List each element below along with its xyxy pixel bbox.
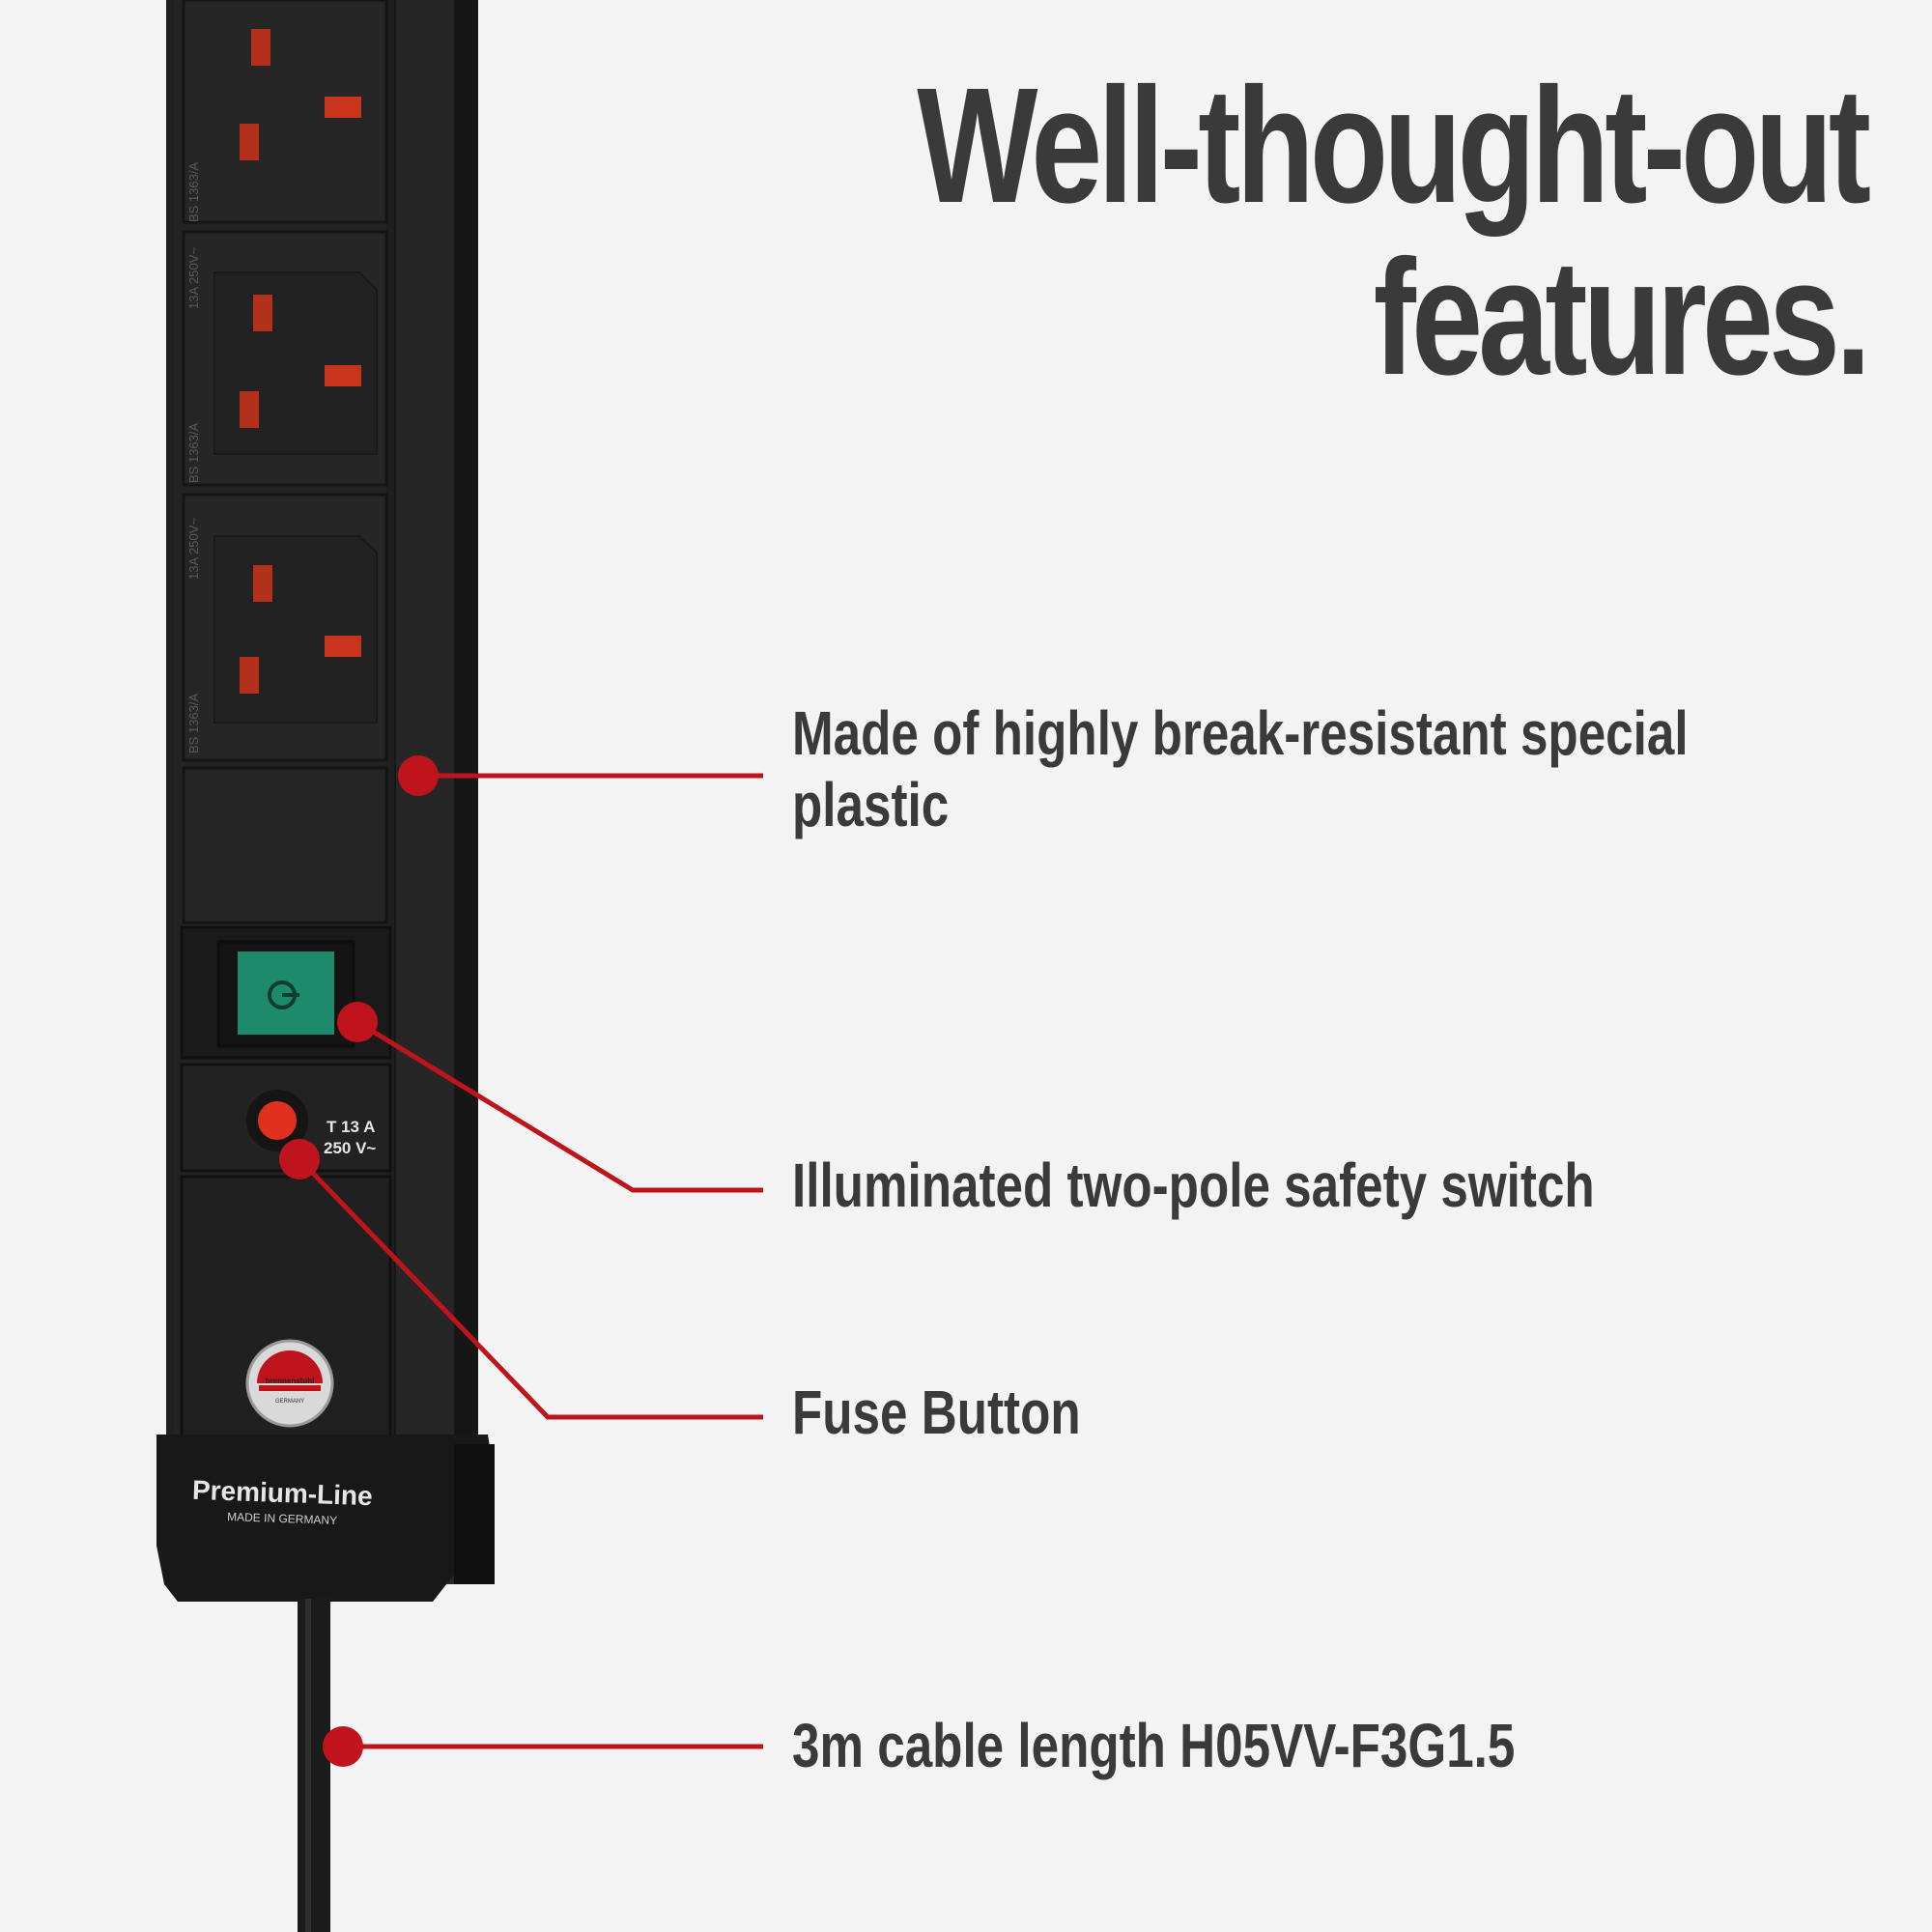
socket-pin-live bbox=[240, 391, 259, 428]
blank-panel bbox=[182, 766, 388, 924]
socket-rating-label: BS 1363/A bbox=[186, 162, 201, 222]
fuse-button-light bbox=[258, 1101, 297, 1140]
callout-switch bbox=[337, 1002, 763, 1193]
socket-pin-neutral bbox=[325, 365, 361, 386]
power-cable bbox=[298, 1599, 330, 1932]
made-in-label: MADE IN GERMANY bbox=[227, 1510, 337, 1527]
socket-pin-neutral bbox=[325, 97, 361, 118]
socket-pin-live bbox=[240, 124, 259, 160]
callout-fuse bbox=[279, 1139, 763, 1420]
socket-pin-earth bbox=[253, 295, 272, 331]
feature-text-line-1: Fuse Button bbox=[792, 1378, 1081, 1447]
callout-dot bbox=[398, 755, 439, 796]
headline: Well-thought-out features. bbox=[916, 54, 1871, 410]
callout-dot bbox=[337, 1002, 378, 1042]
feature-material: Made of highly break-resistant special p… bbox=[792, 697, 1689, 840]
fuse-rating-current: T 13 A bbox=[327, 1118, 375, 1136]
socket-pin-earth bbox=[251, 29, 270, 66]
badge-origin-text: GERMANY bbox=[275, 1399, 304, 1405]
uk-socket-2 bbox=[182, 230, 388, 487]
socket-rating-label: BS 1363/A bbox=[186, 694, 201, 753]
socket-pin-live bbox=[240, 657, 259, 694]
brand-badge: brennenstuhl GERMANY bbox=[245, 1339, 334, 1428]
headline-line-1: Well-thought-out bbox=[916, 54, 1871, 238]
socket-pin-neutral bbox=[325, 636, 361, 657]
callout-dot bbox=[323, 1726, 363, 1767]
feature-text-line-1: Illuminated two-pole safety switch bbox=[792, 1151, 1595, 1220]
uk-socket-1 bbox=[182, 0, 388, 224]
feature-cable: 3m cable length H05VV-F3G1.5 bbox=[792, 1710, 1515, 1781]
callout-dot bbox=[279, 1139, 320, 1179]
callout-cable bbox=[323, 1726, 763, 1767]
headline-line-2: features. bbox=[1373, 226, 1870, 410]
badge-brand-text: brennenstuhl bbox=[266, 1377, 315, 1385]
fuse-rating-voltage: 250 V~ bbox=[324, 1139, 376, 1157]
socket-rating-label: 13A 250V~ bbox=[186, 247, 201, 309]
feature-text-line-1: 3m cable length H05VV-F3G1.5 bbox=[792, 1711, 1516, 1780]
feature-fuse: Fuse Button bbox=[792, 1377, 1081, 1448]
strip-end-cap bbox=[156, 1435, 495, 1602]
product-line-name: Premium-Line bbox=[191, 1475, 373, 1511]
feature-switch: Illuminated two-pole safety switch bbox=[792, 1150, 1595, 1221]
feature-text-line-2: plastic bbox=[792, 770, 950, 839]
socket-rating-label: BS 1363/A bbox=[186, 423, 201, 483]
feature-text-line-1: Made of highly break-resistant special bbox=[792, 698, 1689, 768]
socket-pin-earth bbox=[253, 565, 272, 602]
uk-socket-3 bbox=[182, 493, 388, 762]
callout-material bbox=[398, 755, 763, 796]
fuse-panel: T 13 A 250 V~ bbox=[180, 1063, 392, 1173]
socket-rating-label: 13A 250V~ bbox=[186, 518, 201, 580]
